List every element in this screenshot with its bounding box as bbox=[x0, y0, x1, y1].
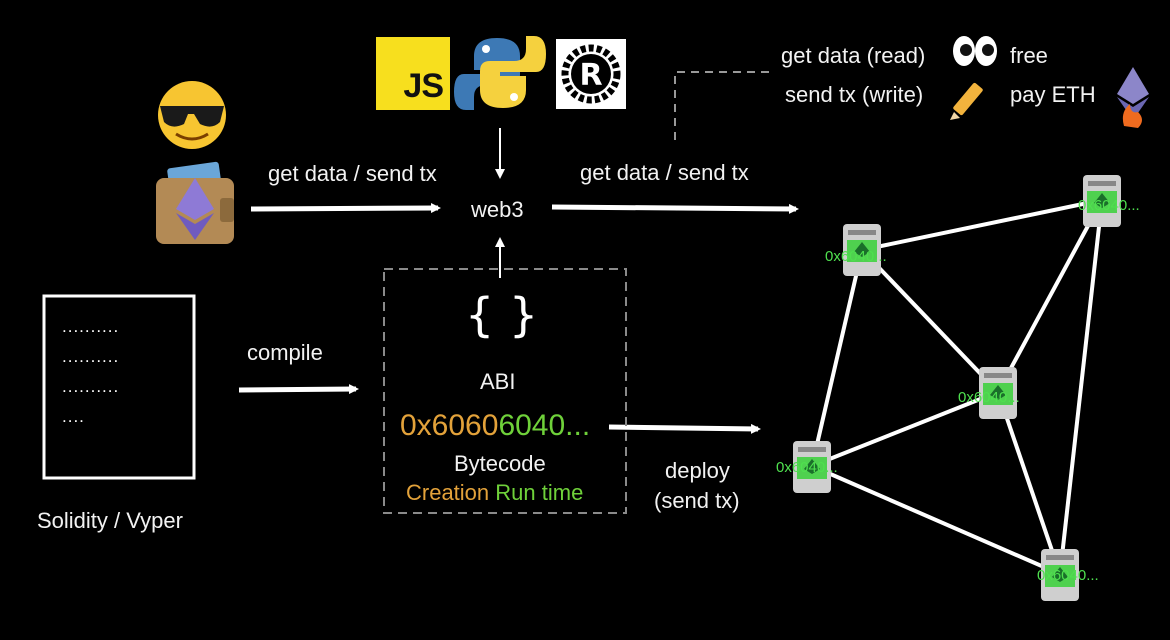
eth-fire-icon bbox=[1117, 67, 1149, 128]
creation-label: Creation bbox=[406, 480, 490, 505]
legend-read-cost: free bbox=[1010, 43, 1048, 68]
network-node-4 bbox=[793, 441, 831, 493]
pencil-emoji-icon bbox=[950, 82, 983, 120]
legend-write-label: send tx (write) bbox=[785, 82, 924, 107]
network-node-3 bbox=[979, 367, 1017, 419]
node-label-2: 0x6040... bbox=[1078, 197, 1140, 214]
bytecode-label: Bytecode bbox=[454, 451, 546, 476]
bytecode-runtime-hex: 6040... bbox=[498, 409, 591, 442]
node-label-5: 0x6040... bbox=[1037, 567, 1099, 584]
source-file-icon bbox=[42, 294, 196, 480]
source-line: .......... bbox=[62, 377, 120, 396]
web3-label: web3 bbox=[471, 197, 524, 222]
network-node-5 bbox=[1041, 549, 1079, 601]
node-label-3: 0x6040... bbox=[958, 389, 1020, 406]
source-line: .......... bbox=[62, 347, 120, 366]
abi-braces-icon: { } bbox=[465, 288, 539, 342]
wallet-to-web3-label: get data / send tx bbox=[268, 161, 437, 186]
web3-to-network-label: get data / send tx bbox=[580, 160, 749, 185]
eyes-emoji-icon bbox=[953, 36, 997, 66]
legend-read-label: get data (read) bbox=[781, 43, 926, 68]
deploy-sublabel: (send tx) bbox=[654, 488, 740, 513]
legend-write-cost: pay ETH bbox=[1010, 82, 1096, 107]
eth-wallet-icon bbox=[156, 161, 234, 244]
runtime-label: Run time bbox=[495, 480, 584, 505]
network-node-2 bbox=[1083, 175, 1121, 227]
node-label-4: 0x6040... bbox=[776, 459, 838, 476]
source-code-lines: .......... .......... .......... .... bbox=[62, 312, 119, 432]
network-node-1 bbox=[843, 224, 881, 276]
source-caption: Solidity / Vyper bbox=[37, 508, 183, 533]
javascript-logo-icon: JS bbox=[376, 37, 450, 110]
sunglasses-emoji-icon bbox=[158, 81, 226, 149]
abi-label: ABI bbox=[480, 369, 516, 394]
node-label-1: 0x6040... bbox=[825, 248, 887, 265]
network-edges bbox=[810, 198, 1104, 576]
bytecode-sections: Creation Run time bbox=[406, 480, 583, 506]
source-line: .......... bbox=[62, 317, 120, 336]
compile-output-box bbox=[383, 268, 627, 514]
js-logo-text: JS bbox=[403, 67, 444, 105]
rust-logo-icon: R bbox=[556, 39, 626, 109]
deploy-label: deploy bbox=[665, 458, 730, 483]
svg-text:R: R bbox=[579, 58, 602, 93]
bytecode-creation-hex: 0x6060 bbox=[400, 409, 499, 442]
compile-label: compile bbox=[247, 340, 323, 365]
source-line: .... bbox=[62, 407, 85, 426]
python-logo-icon bbox=[454, 36, 546, 110]
bytecode-hex: 0x60606040... bbox=[400, 409, 590, 443]
